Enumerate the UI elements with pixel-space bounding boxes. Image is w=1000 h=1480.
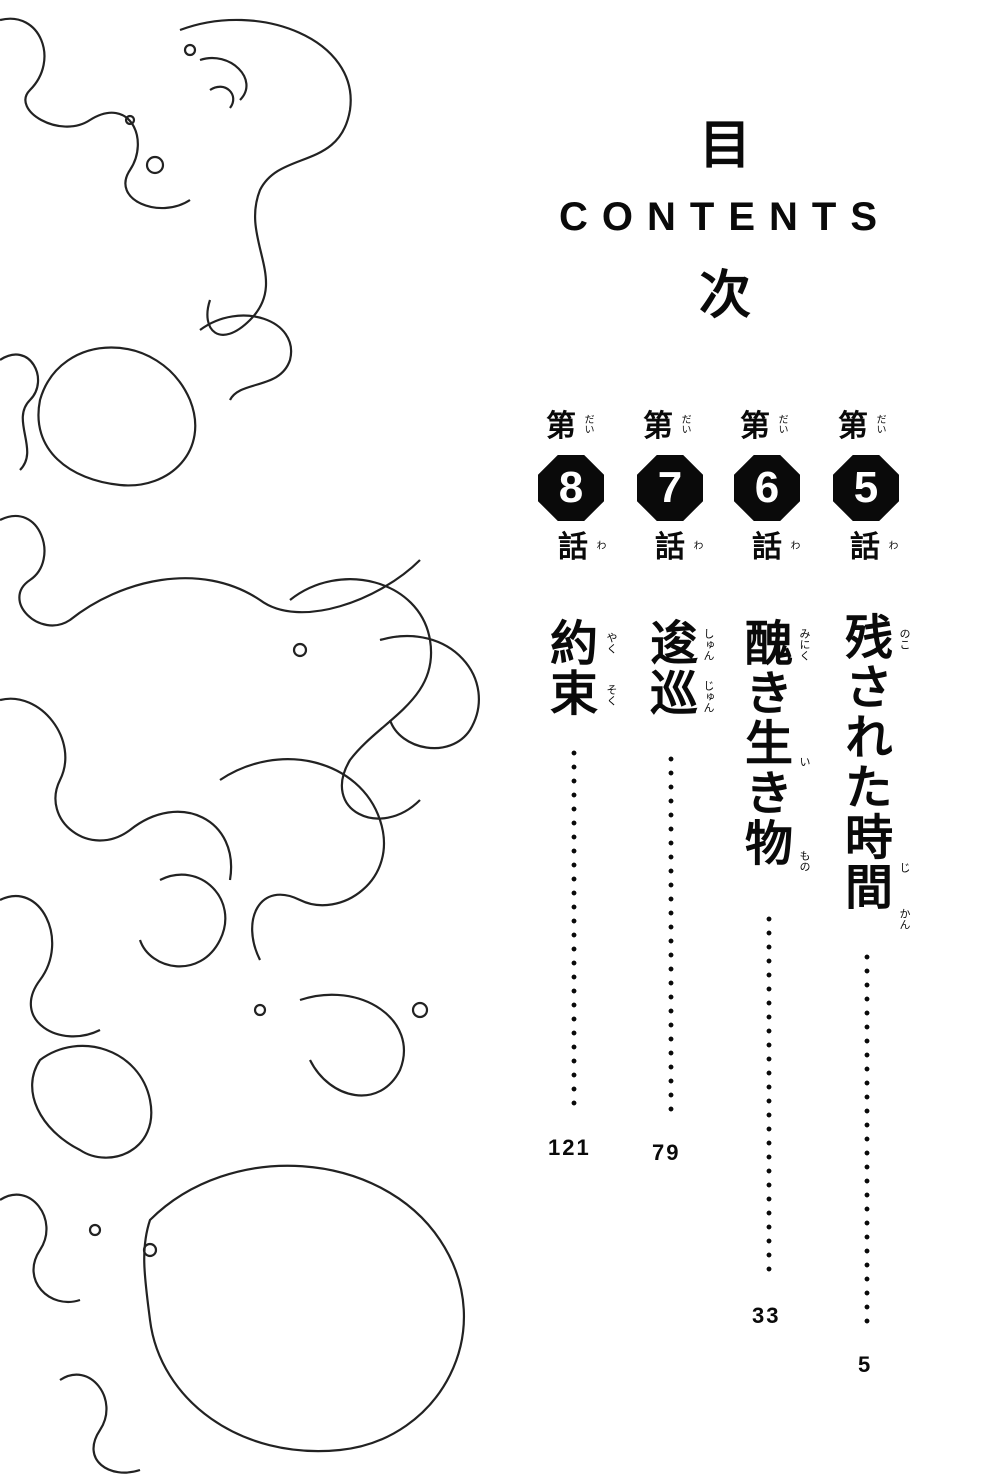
chapter-prefix-ruby: だい: [776, 414, 787, 434]
page-number: 79: [652, 1140, 681, 1165]
chapter-prefix: 第: [838, 409, 868, 444]
chapter-title: 約束: [541, 618, 597, 718]
chapter-prefix: 第: [546, 409, 576, 444]
chapter-number-badge: 7: [637, 455, 703, 521]
chapter-suffix: 話: [655, 530, 685, 565]
chapter-title: 逡巡: [641, 618, 697, 718]
heading-kanji-moku: 目: [698, 115, 751, 176]
dot-leader: [571, 746, 577, 1108]
title-ruby: みにく: [798, 628, 811, 661]
title-ruby: しゅん: [702, 628, 715, 661]
chapter-suffix-ruby: わ: [886, 540, 897, 550]
chapter-title: 残された時間: [836, 612, 892, 912]
title-ruby: もの: [798, 850, 811, 872]
title-ruby: そく: [605, 684, 618, 706]
chapter-number-badge: 8: [538, 455, 604, 521]
chapter-number-badge: 6: [734, 455, 800, 521]
title-ruby: じ: [898, 862, 911, 873]
heading-kanji-ji: 次: [698, 265, 751, 326]
chapter-suffix-ruby: わ: [691, 540, 702, 550]
chapter-suffix-ruby: わ: [594, 540, 605, 550]
chapter-prefix-ruby: だい: [679, 414, 690, 434]
page-number: 33: [752, 1303, 781, 1328]
title-ruby: じゅん: [702, 680, 715, 713]
page-number: 121: [548, 1135, 591, 1160]
dot-leader: [668, 752, 674, 1114]
title-ruby: かん: [898, 908, 911, 930]
chapter-prefix-ruby: だい: [874, 414, 885, 434]
chapter-suffix: 話: [850, 530, 880, 565]
title-ruby: い: [798, 756, 811, 767]
chapter-prefix: 第: [740, 409, 770, 444]
dot-leader: [766, 912, 772, 1274]
chapter-suffix: 話: [558, 530, 588, 565]
dot-leader: [864, 950, 870, 1326]
contents-heading: CONTENTS: [559, 195, 891, 239]
title-ruby: のこ: [898, 628, 911, 650]
chapter-prefix-ruby: だい: [582, 414, 593, 434]
chapter-suffix-ruby: わ: [788, 540, 799, 550]
chapter-title: 醜き生き物: [736, 618, 792, 868]
page-number: 5: [858, 1352, 873, 1377]
chapter-number-badge: 5: [833, 455, 899, 521]
chapter-suffix: 話: [752, 530, 782, 565]
chapter-prefix: 第: [643, 409, 673, 444]
title-ruby: やく: [605, 632, 618, 654]
water-splash-illustration: [0, 17, 480, 1474]
